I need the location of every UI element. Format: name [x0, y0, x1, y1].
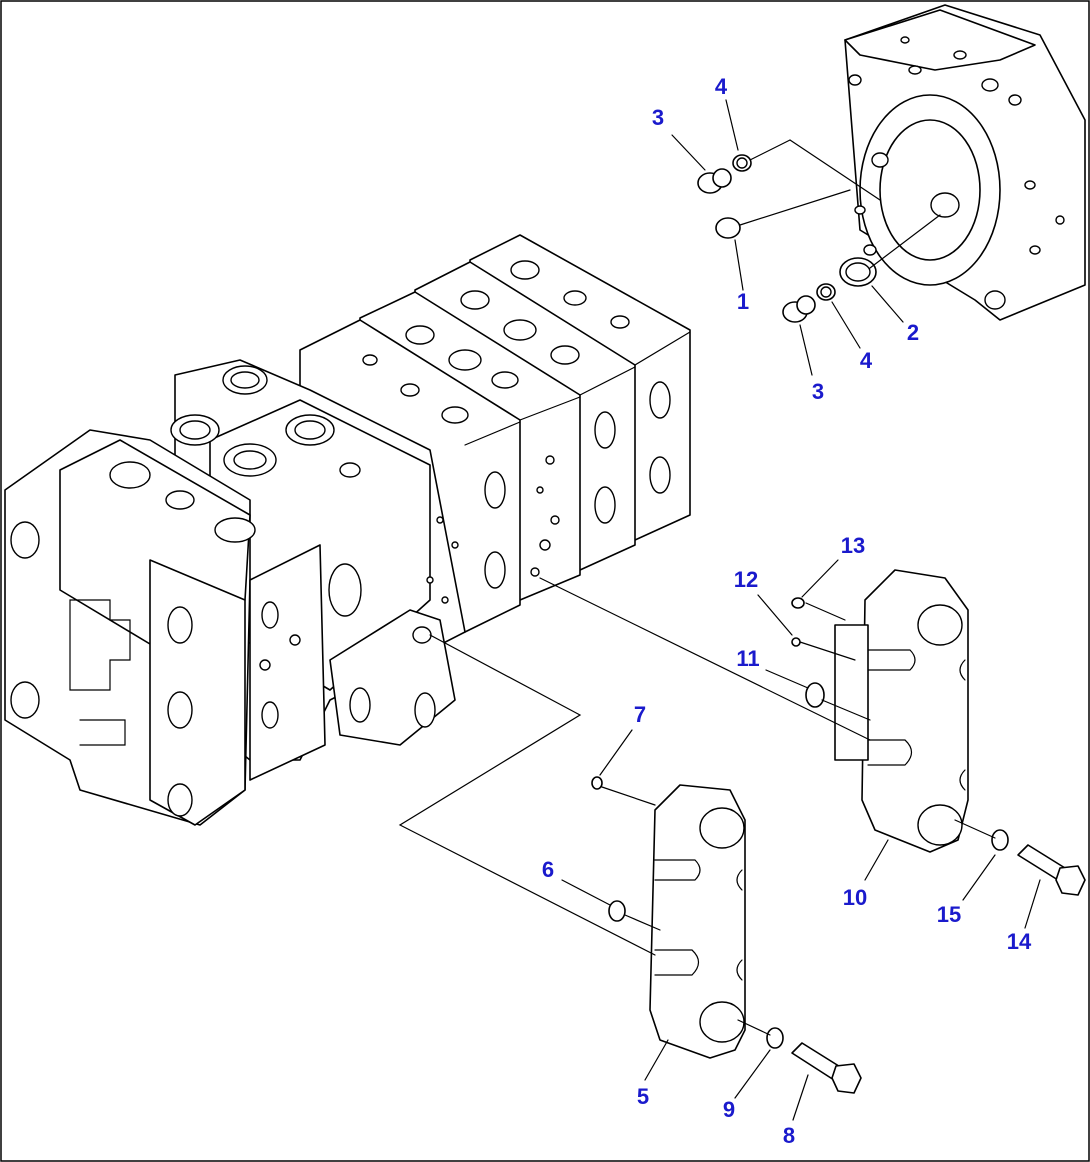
plug-1: [715, 217, 741, 239]
callout-4-lower: 4: [859, 348, 873, 373]
o-ring-4-lower: [816, 283, 836, 301]
plug-3-upper: [697, 168, 732, 194]
o-ring-7: [591, 776, 603, 790]
control-valve-body: [4, 234, 691, 826]
callout-12: 12: [733, 567, 759, 592]
o-ring-13: [791, 597, 805, 609]
callout-13: 13: [840, 533, 866, 558]
callout-7: 7: [633, 702, 647, 727]
callout-10: 10: [842, 885, 868, 910]
cover-plate-5: [649, 784, 746, 1059]
plug-3-lower: [782, 295, 816, 323]
callout-14: 14: [1006, 929, 1032, 954]
callout-9: 9: [722, 1097, 736, 1122]
callout-5: 5: [636, 1084, 650, 1109]
o-ring-12: [791, 637, 801, 647]
callout-2: 2: [906, 320, 920, 345]
callout-4-upper: 4: [714, 74, 728, 99]
callout-15: 15: [936, 902, 962, 927]
washer-15: [991, 829, 1009, 851]
callout-3-lower: 3: [811, 379, 825, 404]
callout-3-upper: 3: [651, 105, 665, 130]
callout-8: 8: [782, 1123, 796, 1148]
o-ring-11: [805, 682, 825, 708]
o-ring-4-upper: [732, 154, 752, 172]
bolt-14: [1017, 844, 1086, 896]
o-ring-6: [608, 900, 626, 922]
bolt-8: [791, 1042, 862, 1094]
callout-1: 1: [736, 289, 750, 314]
callout-11: 11: [736, 646, 760, 671]
callout-6: 6: [541, 857, 555, 882]
o-ring-2: [839, 257, 877, 287]
cover-plate-10: [834, 569, 969, 853]
washer-9: [766, 1027, 784, 1049]
